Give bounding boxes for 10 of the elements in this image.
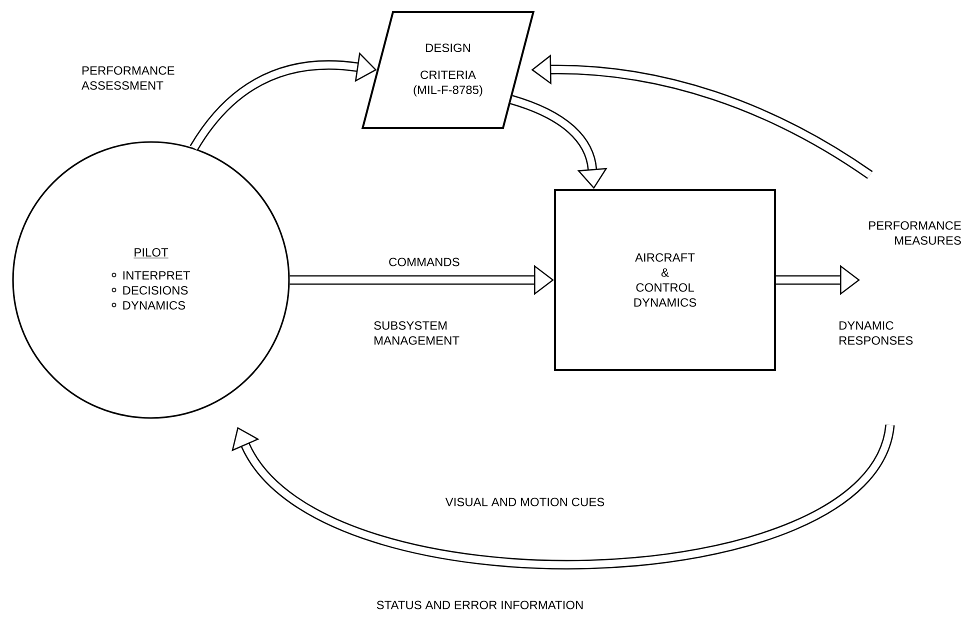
process-box: AIRCRAFT & CONTROL DYNAMICS [554,189,776,371]
edge-label: COMMANDS [389,258,460,266]
hollow-arrow [510,95,608,189]
hollow-arrow [232,423,895,570]
text-label: DYNAMIC RESPONSES [840,321,913,345]
edge-label: VISUAL AND MOTION CUES [445,498,604,506]
edge-label: PERFORMANCE MEASURES [869,221,961,245]
edge-label: PERFORMANCE ASSESSMENT [82,66,174,90]
text-label: SUBSYSTEM MANAGEMENT [374,321,460,345]
text-label: STATUS AND ERROR INFORMATION [376,600,583,610]
